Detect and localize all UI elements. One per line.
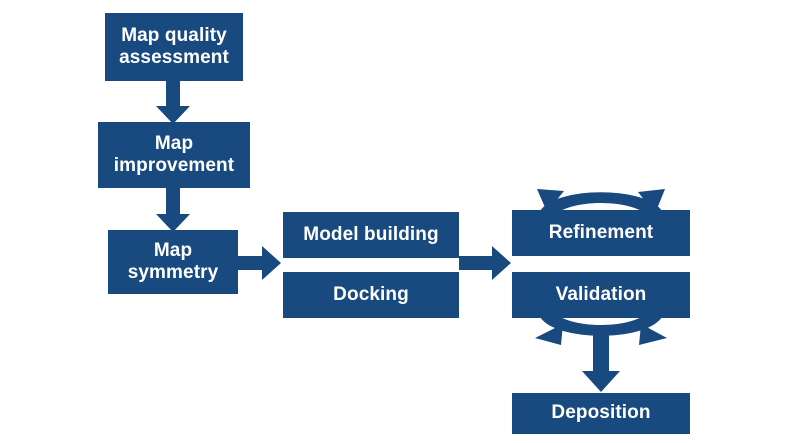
node-validation[interactable]: Validation	[512, 272, 690, 318]
node-map-symmetry[interactable]: Map symmetry	[108, 230, 238, 294]
node-label: Refinement	[548, 221, 654, 243]
node-label: Validation	[555, 283, 647, 305]
node-label: Map symmetry	[127, 239, 219, 283]
arrow-building-to-refinement	[459, 246, 511, 280]
node-label: Model building	[303, 223, 439, 245]
arrow-quality-to-improvement	[156, 81, 190, 124]
arrow-improvement-to-symmetry	[156, 188, 190, 232]
node-map-quality-assessment[interactable]: Map quality assessment	[105, 13, 243, 81]
node-label: Map quality assessment	[119, 24, 229, 68]
arrow-cycle-to-deposition	[582, 330, 620, 392]
node-label: Docking	[333, 283, 409, 305]
node-map-improvement[interactable]: Map improvement	[98, 122, 250, 188]
arrow-symmetry-to-building	[238, 246, 281, 280]
node-docking[interactable]: Docking	[283, 272, 459, 318]
node-label: Deposition	[551, 402, 651, 424]
node-label: Map improvement	[113, 132, 235, 176]
node-refinement[interactable]: Refinement	[512, 210, 690, 256]
node-deposition[interactable]: Deposition	[512, 393, 690, 434]
node-model-building[interactable]: Model building	[283, 212, 459, 258]
